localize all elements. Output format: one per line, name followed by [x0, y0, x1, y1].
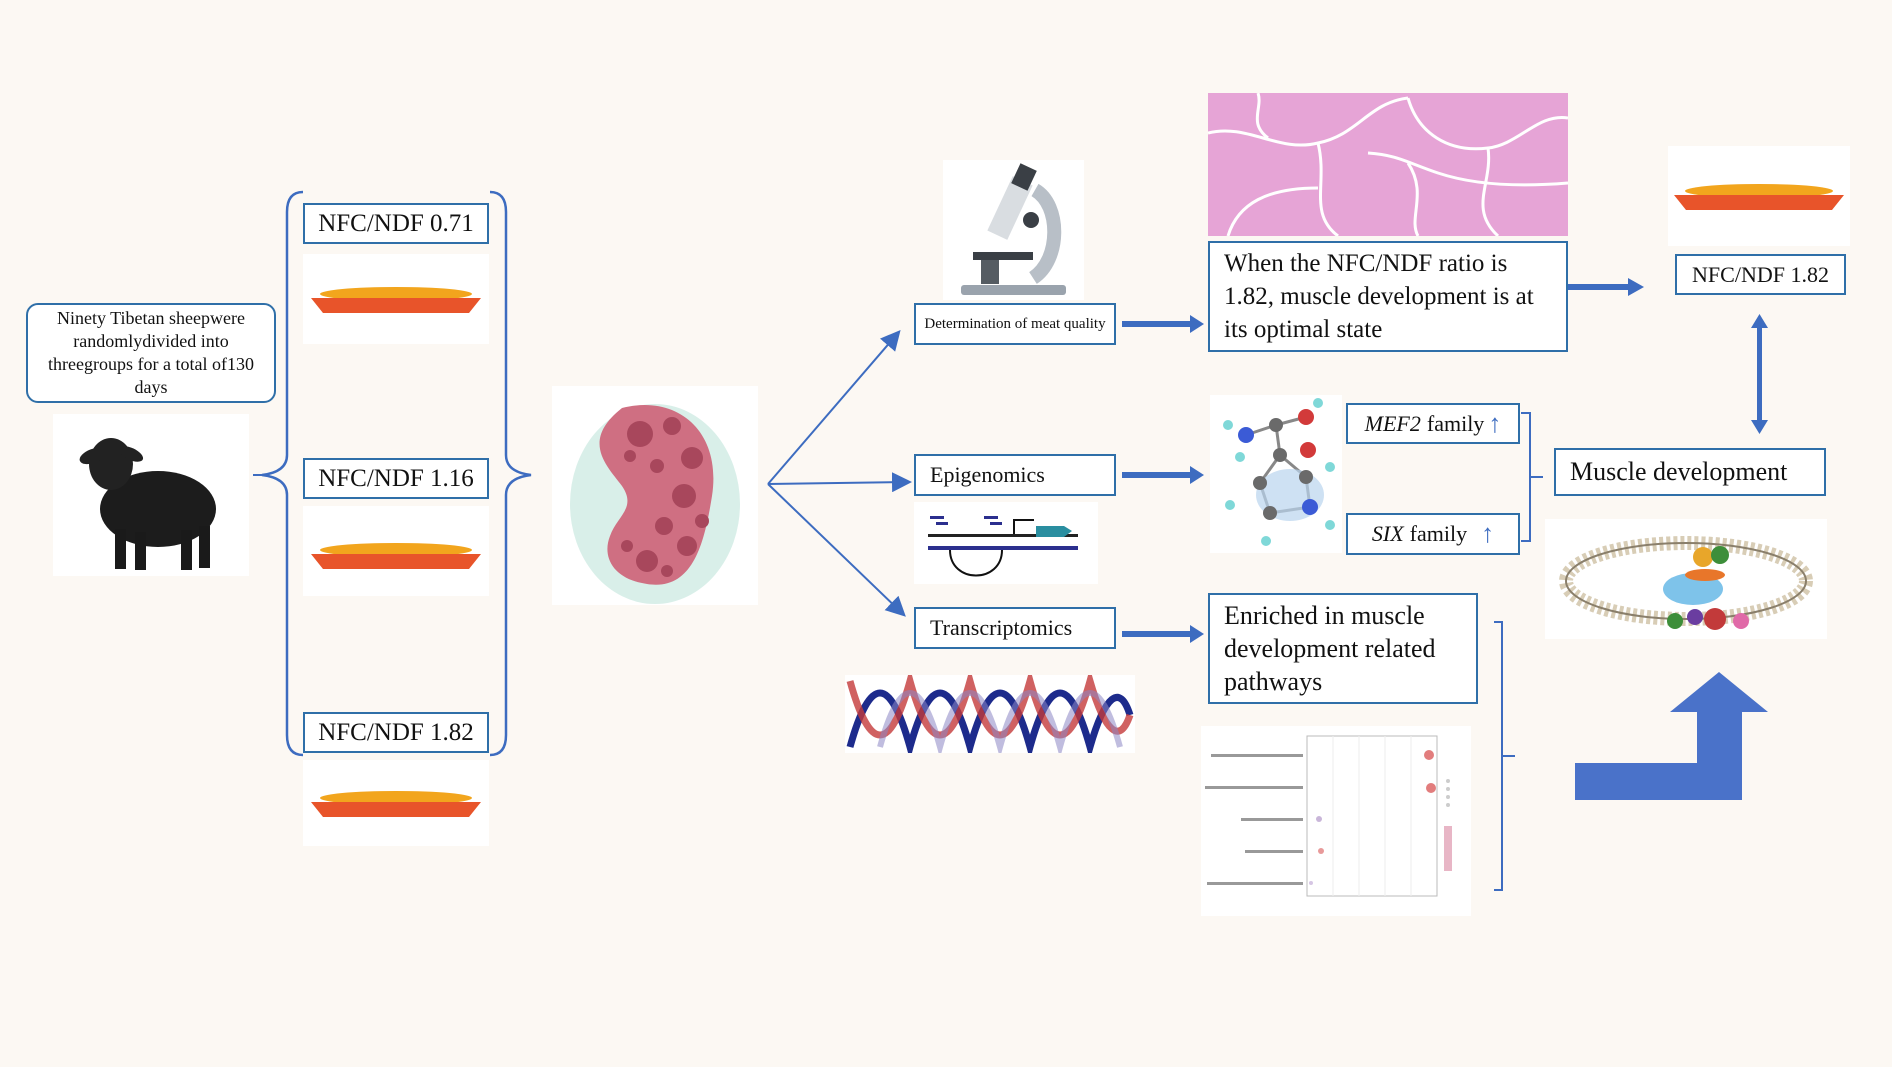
optimal-ratio-box: NFC/NDF 1.82 — [1675, 254, 1846, 295]
group-label-1: NFC/NDF 1.16 — [303, 458, 489, 499]
muscle-development-box: Muscle development — [1554, 448, 1826, 496]
feed-tray-2 — [303, 760, 489, 846]
muscle-tissue-icon — [1208, 93, 1568, 236]
six-up-arrow: ↑ — [1481, 519, 1495, 548]
group-label-0: NFC/NDF 0.71 — [303, 203, 489, 244]
epigenomics-box: Epigenomics — [914, 454, 1116, 496]
six-family-box: SIX family ↑ — [1346, 513, 1520, 555]
group-label-2: NFC/NDF 1.82 — [303, 712, 489, 753]
gene-brace — [1521, 412, 1543, 542]
feed-tray-icon — [311, 287, 481, 313]
methylation-icon — [928, 516, 1078, 577]
molecule-panel — [1210, 395, 1342, 553]
kidney-icon — [570, 404, 740, 604]
microscope-icon — [961, 163, 1066, 295]
feed-tray-1 — [303, 506, 489, 596]
six-gene-name: SIX — [1371, 521, 1404, 546]
optimal-feed-tray — [1668, 146, 1850, 246]
cell-membrane-icon — [1559, 536, 1813, 630]
dna-helix-panel — [845, 675, 1135, 753]
feed-tray-0 — [303, 254, 489, 344]
mef2-family-box: MEF2 family ↑ — [1346, 403, 1520, 444]
intro-text: Ninety Tibetan sheepwere randomlydivided… — [48, 308, 254, 397]
dna-helix-icon — [846, 675, 1134, 753]
feed-tray-icon — [311, 543, 481, 569]
plot-brace — [1494, 621, 1515, 891]
big-elbow-arrow — [1576, 671, 1769, 800]
six-family-word: family — [1409, 521, 1468, 546]
sheep-panel — [53, 414, 249, 576]
mef2-gene-name: MEF2 — [1364, 410, 1421, 436]
methylation-panel — [914, 502, 1098, 584]
sheep-icon — [79, 438, 216, 570]
mef2-up-arrow: ↑ — [1488, 408, 1502, 438]
molecule-icon — [1223, 398, 1335, 546]
left-brace — [261, 190, 304, 757]
mef2-family-word: family — [1426, 410, 1485, 436]
muscle-tissue-panel — [1208, 93, 1568, 236]
kidney-panel — [552, 386, 758, 605]
dot-plot-icon — [1205, 735, 1452, 897]
meat-quality-box: Determination of meat quality — [914, 303, 1116, 345]
feed-tray-icon — [311, 791, 481, 817]
right-brace — [489, 190, 532, 757]
feed-tray-icon — [1674, 184, 1844, 210]
microscope-panel — [943, 160, 1084, 300]
cell-membrane-panel — [1545, 519, 1827, 639]
transcriptomics-finding-box: Enriched in muscle development related p… — [1208, 593, 1478, 704]
dot-plot-panel — [1201, 726, 1471, 916]
transcriptomics-box: Transcriptomics — [914, 607, 1116, 649]
intro-box: Ninety Tibetan sheepwere randomlydivided… — [26, 303, 276, 403]
meat-quality-finding-box: When the NFC/NDF ratio is 1.82, muscle d… — [1208, 241, 1568, 352]
